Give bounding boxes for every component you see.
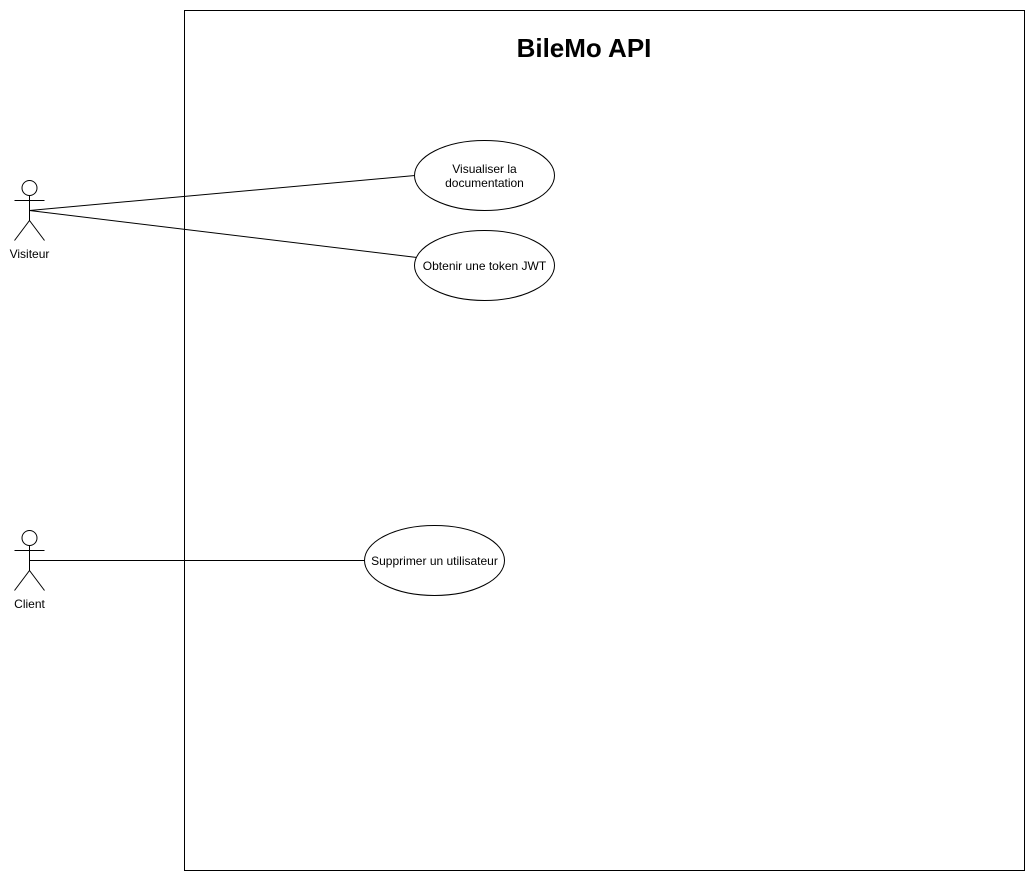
use-case-supprimer-utilisateur[interactable]: Supprimer un utilisateur	[364, 525, 505, 596]
use-case-label-line2: documentation	[445, 176, 524, 190]
association-visiteur-documentation	[29, 175, 416, 211]
stick-figure-icon	[14, 530, 45, 591]
system-title: BileMo API	[517, 33, 652, 63]
actor-label: Visiteur	[10, 247, 50, 261]
system-boundary	[184, 10, 1025, 871]
use-case-label: Supprimer un utilisateur	[371, 554, 498, 568]
use-case-ellipse	[364, 525, 505, 596]
actor-label: Client	[14, 597, 45, 611]
use-case-visualiser-documentation[interactable]: Visualiser la documentation	[414, 140, 555, 211]
use-case-obtenir-token[interactable]: Obtenir une token JWT	[414, 230, 555, 301]
stick-figure-icon	[14, 180, 45, 241]
use-case-label-line1: Visualiser la	[452, 162, 517, 176]
use-case-ellipse	[414, 140, 555, 211]
use-case-label: Obtenir une token JWT	[423, 259, 547, 273]
association-visiteur-token	[29, 210, 418, 258]
actor-client[interactable]: Client	[14, 530, 46, 612]
actor-visiteur[interactable]: Visiteur	[10, 180, 50, 262]
use-case-ellipse	[414, 230, 555, 301]
